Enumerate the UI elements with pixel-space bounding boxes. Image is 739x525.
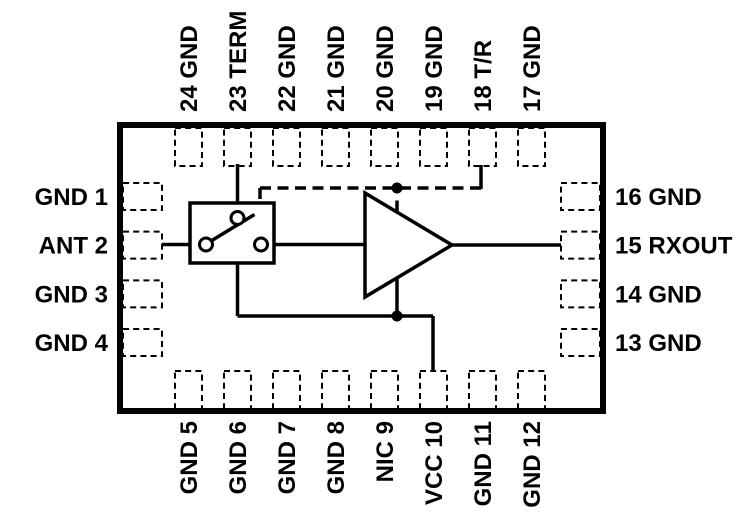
pin-label-23: 23 TERM: [225, 11, 252, 112]
pad-pin-5: [174, 370, 203, 410]
bias-line-junction-dot: [391, 310, 403, 322]
pad-pin-7: [272, 370, 301, 410]
pin-label-7: GND 7: [274, 421, 301, 494]
pin-label-24: 24 GND: [176, 25, 203, 112]
pin-label-15: 15 RXOUT: [615, 233, 733, 260]
pin-label-19: 19 GND: [421, 25, 448, 112]
pin-label-9: NIC 9: [372, 421, 399, 482]
pin-label-12: GND 12: [519, 421, 546, 508]
pad-pin-17: [517, 127, 546, 167]
pad-pin-19: [419, 127, 448, 167]
pin-label-20: 20 GND: [372, 25, 399, 112]
signal-wires: [162, 164, 561, 372]
pin-label-4: GND 4: [35, 330, 109, 357]
pin-label-16: 16 GND: [615, 184, 702, 211]
pad-pin-9: [370, 370, 399, 410]
pin-label-17: 17 GND: [519, 25, 546, 112]
pad-pin-4: [122, 328, 163, 358]
control-line-group: [258, 165, 483, 212]
pad-pin-12: [517, 370, 546, 410]
pin-label-10: VCC 10: [421, 421, 448, 505]
pin-label-5: GND 5: [176, 421, 203, 494]
pad-pin-24: [174, 127, 203, 167]
switch-throw-arm: [210, 213, 256, 243]
pin-label-22: 22 GND: [274, 25, 301, 112]
pad-pin-23: [223, 127, 252, 167]
pad-pin-6: [223, 370, 252, 410]
pin-label-8: GND 8: [323, 421, 350, 494]
switch-box: [188, 201, 276, 265]
pad-pin-10: [419, 370, 448, 410]
pad-pin-20: [370, 127, 399, 167]
pad-pin-8: [321, 370, 350, 410]
pad-pin-22: [272, 127, 301, 167]
pad-pin-21: [321, 127, 350, 167]
switch-contact-top: [229, 210, 246, 226]
pad-pin-15: [560, 230, 601, 260]
pin-label-2: ANT 2: [39, 233, 108, 260]
spdt-switch-symbol: [188, 201, 276, 265]
pad-pin-16: [560, 182, 601, 211]
pin-label-13: 13 GND: [615, 330, 702, 357]
pad-pin-2: [122, 230, 163, 260]
pin-label-14: 14 GND: [615, 281, 702, 308]
pin-label-6: GND 6: [225, 421, 252, 494]
pin-pads: [122, 127, 601, 410]
pin-labels: 24 GND 23 TERM 22 GND 21 GND 20 GND 19 GND 18 …: [35, 11, 733, 508]
amplifier-triangle: [363, 189, 456, 301]
switch-contact-left: [198, 236, 214, 253]
control-line-junction-dot: [391, 182, 403, 194]
pin-label-11: GND 11: [470, 421, 497, 506]
pin-label-21: 21 GND: [323, 25, 350, 112]
pad-pin-1: [122, 182, 163, 211]
switch-contact-right: [253, 236, 269, 253]
pad-pin-13: [560, 328, 601, 358]
pin-label-1: GND 1: [35, 184, 108, 211]
pad-pin-11: [468, 370, 497, 410]
pad-pin-3: [122, 279, 163, 309]
pin-label-18: 18 T/R: [470, 40, 497, 112]
pad-pin-14: [560, 279, 601, 309]
pad-pin-18: [468, 127, 497, 167]
pin-label-3: GND 3: [35, 281, 108, 308]
amplifier-symbol: [363, 189, 456, 301]
package-outline: [117, 122, 606, 414]
